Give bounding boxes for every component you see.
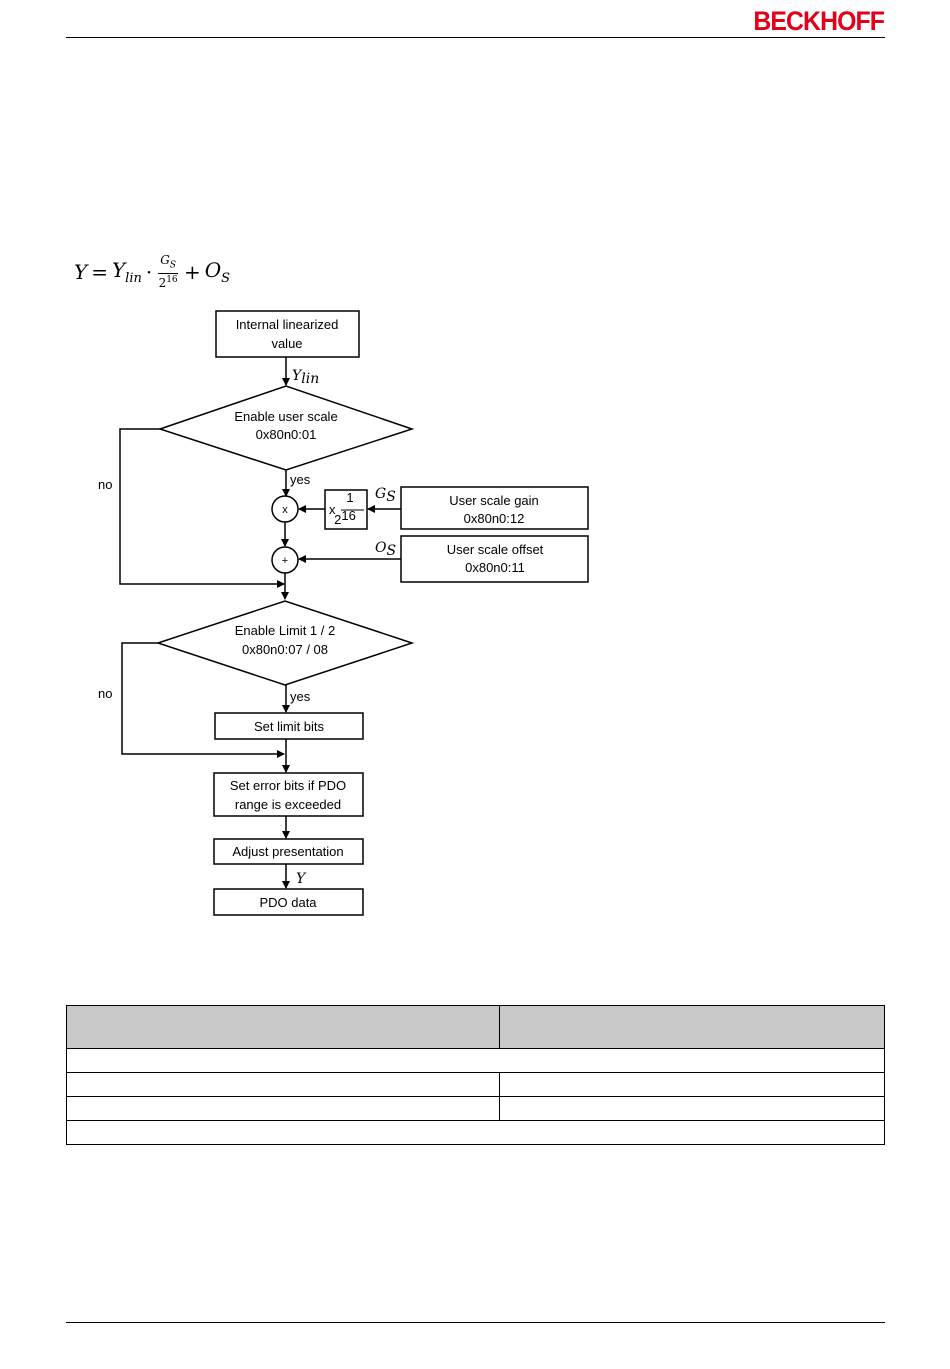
start-label-2: value [271,336,302,351]
table-header-row [66,1005,885,1049]
formula-plus: + [184,260,201,284]
table-cell [66,1048,885,1073]
decision1-diamond [157,385,415,471]
scaling-formula: Y = Ylin · GS 216 + OS [74,252,230,292]
table-cell [499,1096,885,1121]
os-label: OS [375,540,396,559]
gs-label: GS [375,486,396,505]
table-row [66,1096,885,1121]
multiply-symbol: x [282,504,288,516]
offset-label-1: User scale offset [447,542,544,557]
decision2-label-1: Enable Limit 1 / 2 [235,623,335,638]
error-label-1: Set error bits if PDO [230,778,346,793]
no2-label: no [98,686,112,701]
gain-label-1: User scale gain [449,493,539,508]
scaling-flowchart: Internal linearized value Ylin Enable us… [98,310,589,916]
footer-rule [66,1322,885,1323]
formula-fraction: GS 216 [158,254,178,289]
y-output-label: Y [296,871,307,887]
start-label-1: Internal linearized [236,317,339,332]
formula-dot: · [145,260,153,284]
yes2-label: yes [290,689,311,704]
table-row [66,1120,885,1145]
table-header-cell [66,1005,500,1049]
yes1-label: yes [290,472,311,487]
factor-numerator: 1 [346,490,353,505]
ylin-label: Ylin [292,368,319,387]
adjust-label: Adjust presentation [232,844,343,859]
table-cell [66,1072,500,1097]
arrow-no2 [121,642,285,758]
table-cell [66,1120,885,1145]
offset-label-2: 0x80n0:11 [465,560,525,575]
gain-label-2: 0x80n0:12 [464,511,525,526]
decision2-label-2: 0x80n0:07 / 08 [242,642,328,657]
error-box [213,772,364,817]
decision1-label-1: Enable user scale [234,409,337,424]
formula-equals: = [91,260,108,284]
table-header-cell [499,1005,885,1049]
header-rule [66,37,885,38]
table-row [66,1048,885,1073]
decision1-label-2: 0x80n0:01 [256,427,317,442]
decision2-diamond [155,600,415,686]
formula-gain: GS [158,254,178,274]
pdo-label: PDO data [259,895,317,910]
factor-x: x [329,502,336,517]
formula-ylin: Ylin [111,258,142,286]
table-cell [499,1072,885,1097]
formula-offset: OS [204,258,231,286]
gain-box [400,486,589,530]
formula-y: Y [74,260,88,284]
adjust-box [213,838,364,865]
limit-bits-label: Set limit bits [254,719,325,734]
factor-denominator: 216 [334,508,356,527]
limit-bits-box [214,712,364,740]
no1-label: no [98,477,112,492]
table-row [66,1072,885,1097]
table-cell [66,1096,500,1121]
add-symbol: + [282,555,288,567]
pdo-box [213,888,364,916]
beckhoff-logo: BECKHOFF [753,6,885,36]
arrow-no1 [119,428,285,588]
formula-denominator: 216 [158,274,178,290]
parameter-table [66,1005,885,1145]
start-box [215,310,360,358]
error-label-2: range is exceeded [235,797,341,812]
